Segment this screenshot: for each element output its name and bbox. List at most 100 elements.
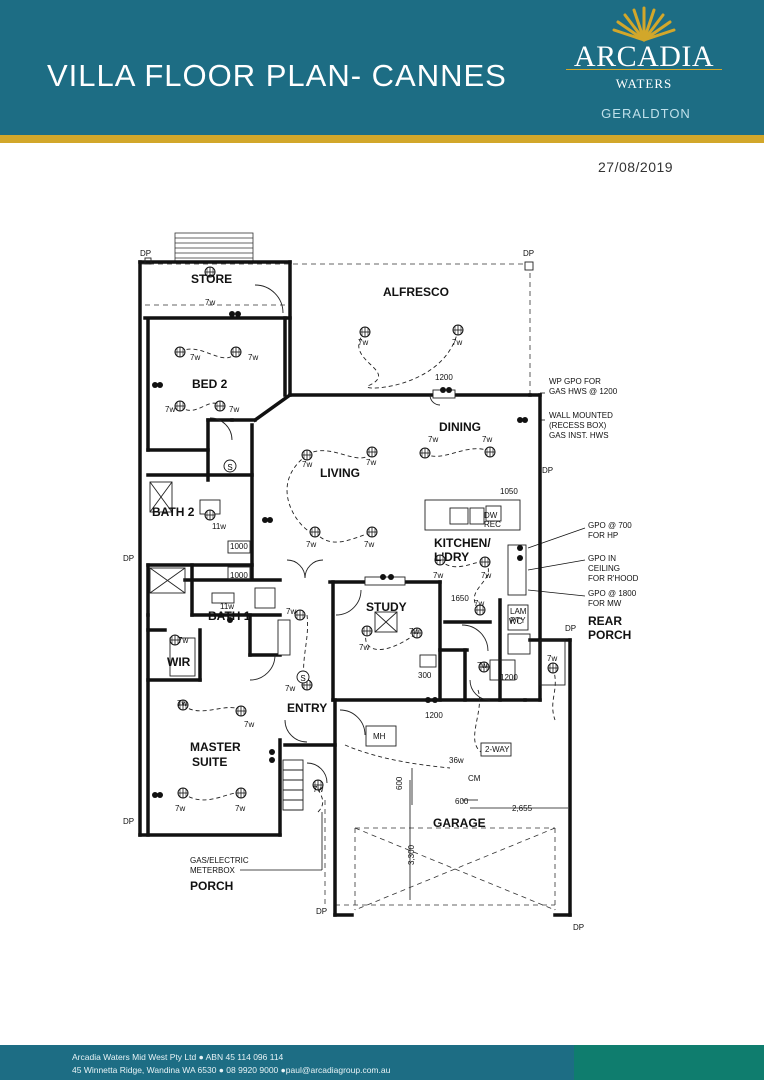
wattage-label: 7w [358, 338, 368, 347]
note-hws-line3: GAS INST. HWS [549, 431, 609, 440]
wattage-label: 7w [178, 636, 188, 645]
smoke-alarm-label: S [300, 674, 305, 683]
room-entry: ENTRY [287, 701, 327, 715]
wattage-label: 7w [477, 661, 487, 670]
dimension-label: 1000 [230, 571, 248, 580]
wattage-label: 7w [190, 353, 200, 362]
footer-company: Arcadia Waters Mid West Pty Ltd ● ABN 45… [72, 1052, 284, 1062]
room-store: STORE [191, 272, 232, 286]
note-mw-line2: FOR MW [588, 599, 622, 608]
garage-dimensions [409, 768, 568, 900]
downpipe-label: DP [316, 907, 327, 916]
entry-steps [174, 232, 254, 262]
wattage-label: 11w [220, 602, 234, 611]
page-title: VILLA FLOOR PLAN- CANNES [47, 58, 507, 93]
wattage-label: 7w [364, 540, 374, 549]
logo-subtitle: WATERS [615, 76, 673, 91]
wattage-label: 7w [165, 405, 175, 414]
dimension-label: 600 [455, 797, 469, 806]
downpipe-label: DP [523, 249, 534, 258]
wattage-label: 7w [547, 654, 557, 663]
room-bed2: BED 2 [192, 377, 228, 391]
downpipe-label: DP [542, 466, 553, 475]
downpipe-label: DP [140, 249, 151, 258]
wattage-label: 7w [248, 353, 258, 362]
note-gpo-hp-line2: FOR HP [588, 531, 618, 540]
room-alfresco: ALFRESCO [383, 285, 449, 299]
dimension-label: 1200 [435, 373, 453, 382]
dimension-label: 1000 [230, 542, 248, 551]
wattage-label: 7w [286, 607, 296, 616]
note-rhood-line3: FOR R'HOOD [588, 574, 639, 583]
wattage-label: 7w [306, 540, 316, 549]
wattage-label: 36w [449, 756, 464, 765]
downpipe-label: DP [565, 624, 576, 633]
wattage-label: 7w [244, 720, 254, 729]
smoke-alarm-label: S [227, 463, 232, 472]
dashed-outlines [140, 263, 556, 911]
arcadia-logo: ARCADIA WATERS [560, 0, 760, 135]
rec-label: REC [484, 520, 501, 529]
manhole-label: MH [373, 732, 386, 741]
room-rear-porch-line1: REAR [588, 614, 622, 628]
meterbox-label-line1: GAS/ELECTRIC [190, 856, 249, 865]
pantry-label-line2: PTY [510, 616, 526, 625]
wattage-label: 7w [285, 684, 295, 693]
note-gpo-hp-line1: GPO @ 700 [588, 521, 632, 530]
wattage-label: 7w [409, 627, 419, 636]
gold-divider [0, 135, 764, 143]
dimension-label: 300 [418, 671, 432, 680]
logo-name: ARCADIA [573, 40, 715, 73]
wattage-label: 7w [433, 571, 443, 580]
wattage-label: 7w [313, 785, 323, 794]
room-dining: DINING [439, 420, 481, 434]
note-wp-gpo-line2: GAS HWS @ 1200 [549, 387, 618, 396]
dimension-label: 1200 [425, 711, 443, 720]
room-master-line1: MASTER [190, 740, 241, 754]
wattage-label: 7w [474, 599, 484, 608]
dimension-label: 3,300 [407, 844, 416, 865]
room-kitchen-line2: L'DRY [434, 550, 469, 564]
downpipe-label: DP [123, 554, 134, 563]
wattage-label: 7w [177, 699, 187, 708]
footer-contact: 45 Winnetta Ridge, Wandina WA 6530 ● 08 … [72, 1065, 391, 1075]
note-hws-line2: (RECESS BOX) [549, 421, 607, 430]
meterbox-label-line2: METERBOX [190, 866, 236, 875]
room-porch: PORCH [190, 879, 233, 893]
floor-plan: S S STORE ALFRESCO BED 2 DINING LIVING B… [123, 232, 639, 932]
note-leaders [240, 392, 586, 871]
room-study: STUDY [366, 600, 407, 614]
note-rhood-line1: GPO IN [588, 554, 616, 563]
wattage-label: 7w [205, 298, 215, 307]
two-way-label: 2-WAY [485, 745, 510, 754]
fixtures [144, 257, 566, 811]
room-living: LIVING [320, 466, 360, 480]
note-wp-gpo-line1: WP GPO FOR [549, 377, 601, 386]
wattage-label: 7w [366, 458, 376, 467]
note-rhood-line2: CEILING [588, 564, 620, 573]
pantry-label-line1: LAM [510, 607, 527, 616]
wc-label: WC [509, 617, 523, 626]
room-kitchen-line1: KITCHEN/ [434, 536, 491, 550]
dimension-label: 600 [395, 776, 404, 790]
dimension-label: 1650 [451, 594, 469, 603]
room-wir: WIR [167, 655, 191, 669]
footer-band: Arcadia Waters Mid West Pty Ltd ● ABN 45… [0, 1045, 764, 1080]
note-mw-line1: GPO @ 1800 [588, 589, 637, 598]
dimension-label: 2,655 [512, 804, 533, 813]
logo-divider [566, 69, 722, 70]
wattage-label: 7w [235, 804, 245, 813]
dishwasher-label: DW [484, 511, 498, 520]
wattage-label: 7w [302, 460, 312, 469]
header-band: VILLA FLOOR PLAN- CANNES ARCADIA WATERS … [0, 0, 764, 135]
downpipe-label: DP [573, 923, 584, 932]
wattage-label: 7w [481, 571, 491, 580]
wattage-label: 7w [452, 338, 462, 347]
footer-accent [574, 1045, 764, 1080]
wattage-label: 11w [212, 522, 226, 531]
wattage-label: 7w [359, 643, 369, 652]
room-bath2: BATH 2 [152, 505, 195, 519]
wattage-label: 7w [428, 435, 438, 444]
room-rear-porch-line2: PORCH [588, 628, 631, 642]
wattage-label: 7w [229, 405, 239, 414]
